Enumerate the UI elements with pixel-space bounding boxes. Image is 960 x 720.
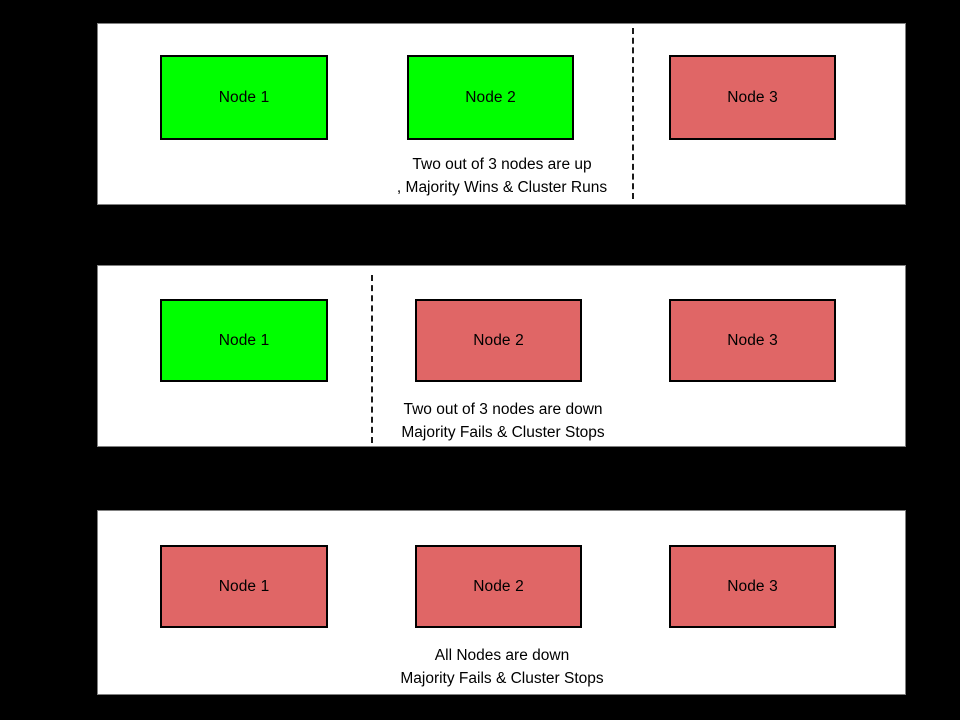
node-label: Node 2 [473, 331, 524, 349]
node-label: Node 3 [727, 331, 778, 349]
scenario-1-caption: Two out of 3 nodes are up , Majority Win… [397, 153, 607, 199]
node-label: Node 3 [727, 577, 778, 595]
caption-line-1: Two out of 3 nodes are up [412, 156, 592, 173]
scenario-2-caption: Two out of 3 nodes are down Majority Fai… [401, 398, 604, 444]
caption-line-2: Majority Fails & Cluster Stops [400, 670, 604, 687]
node-label: Node 3 [727, 88, 778, 106]
scenario-2-node-2[interactable]: Node 2 [415, 299, 582, 382]
node-label: Node 1 [218, 577, 270, 595]
scenario-3-node-1[interactable]: Node 1 [160, 545, 328, 628]
scenario-panel-2: Node 1 Node 2 Node 3 Two out of 3 nodes … [97, 265, 906, 447]
caption-line-2: , Majority Wins & Cluster Runs [396, 179, 608, 196]
scenario-3-node-2[interactable]: Node 2 [415, 545, 582, 628]
scenario-1-node-1[interactable]: Node 1 [160, 55, 328, 140]
scenario-2-quorum-divider [371, 275, 373, 443]
scenario-1-node-2[interactable]: Node 2 [407, 55, 574, 140]
scenario-3-node-3[interactable]: Node 3 [669, 545, 836, 628]
scenario-panel-1: Node 1 Node 2 Node 3 Two out of 3 nodes … [97, 23, 906, 205]
node-label: Node 1 [218, 88, 270, 106]
node-label: Node 1 [218, 331, 270, 349]
scenario-1-node-3[interactable]: Node 3 [669, 55, 836, 140]
node-label: Node 2 [465, 88, 516, 106]
caption-line-1: All Nodes are down [434, 647, 570, 664]
scenario-panel-3: Node 1 Node 2 Node 3 All Nodes are down … [97, 510, 906, 695]
scenario-2-node-1[interactable]: Node 1 [160, 299, 328, 382]
scenario-2-node-3[interactable]: Node 3 [669, 299, 836, 382]
caption-line-2: Majority Fails & Cluster Stops [401, 424, 605, 441]
caption-line-1: Two out of 3 nodes are down [403, 401, 603, 418]
scenario-3-caption: All Nodes are down Majority Fails & Clus… [400, 644, 603, 690]
scenario-1-quorum-divider [632, 28, 634, 199]
node-label: Node 2 [473, 577, 524, 595]
